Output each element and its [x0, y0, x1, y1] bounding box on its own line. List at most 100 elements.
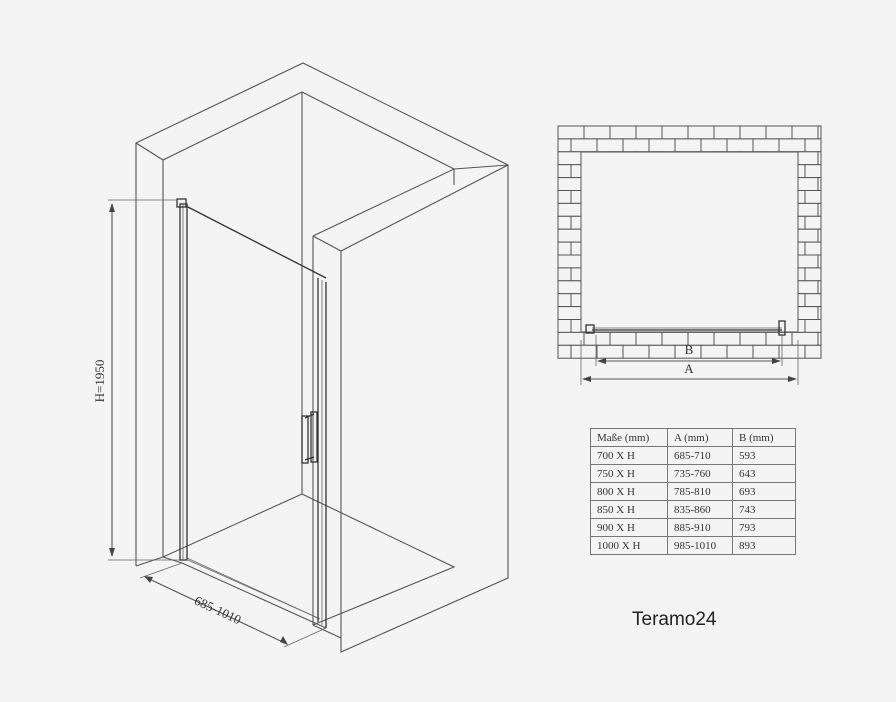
brick — [570, 138, 598, 153]
brick — [791, 331, 819, 346]
brick — [557, 177, 585, 192]
right-wall-bottom-edge — [312, 624, 342, 639]
table-row: 900 X H 885-910 793 — [590, 518, 796, 537]
brick — [583, 125, 611, 140]
sizes-table: Maße (mm) A (mm) B (mm) 700 X H 685-710 … — [590, 428, 796, 555]
brick — [739, 125, 767, 140]
brick — [635, 331, 663, 346]
cell-size: 700 X H — [590, 446, 668, 465]
cell-a: 785-810 — [667, 482, 733, 501]
door-handle — [301, 415, 309, 464]
brick — [557, 151, 585, 166]
brick — [648, 344, 676, 359]
niche-isometric-view: H=1950 685-1010 — [92, 62, 509, 653]
right-wall-top — [312, 164, 509, 237]
brick — [609, 331, 637, 346]
right-wall-front-top — [312, 235, 342, 252]
brick — [674, 138, 702, 153]
brick — [557, 254, 585, 269]
brick — [557, 319, 572, 333]
brick — [557, 280, 585, 295]
brick — [700, 344, 728, 359]
height-label: H=1950 — [92, 360, 107, 403]
brick — [817, 228, 822, 243]
brick — [713, 125, 741, 140]
brick — [817, 177, 822, 192]
brick — [765, 125, 793, 140]
brick — [557, 331, 585, 346]
cell-b: 893 — [732, 536, 796, 555]
brick — [596, 344, 624, 359]
cell-size: 800 X H — [590, 482, 668, 501]
brick — [804, 344, 822, 359]
brick — [635, 125, 663, 140]
cell-b: 693 — [732, 482, 796, 501]
brick — [804, 241, 822, 256]
door-profile-left — [179, 203, 188, 561]
width-label: 685-1010 — [192, 593, 244, 628]
right-wall-top-back — [340, 164, 509, 252]
brick — [661, 125, 689, 140]
brick — [557, 202, 585, 217]
brick — [713, 331, 741, 346]
header-a: A (mm) — [667, 428, 733, 447]
back-wall-edge — [162, 91, 455, 557]
door-sill-line — [181, 562, 327, 629]
cell-b: 743 — [732, 500, 796, 519]
brick — [557, 125, 585, 140]
cell-a: 685-710 — [667, 446, 733, 465]
cell-size: 900 X H — [590, 518, 668, 537]
cell-a: 735-760 — [667, 464, 733, 483]
brick — [752, 344, 780, 359]
brick — [609, 125, 637, 140]
door-glass-bottom-edge — [187, 559, 319, 619]
brick — [817, 331, 822, 346]
table-row: 800 X H 785-810 693 — [590, 482, 796, 501]
brick — [804, 138, 822, 153]
height-dimension: H=1950 — [92, 199, 180, 561]
brick — [817, 306, 822, 321]
brick — [557, 344, 572, 359]
table-row: 700 X H 685-710 593 — [590, 446, 796, 465]
brick — [700, 138, 728, 153]
plan-hinge — [585, 324, 595, 334]
plan-a-label: A — [684, 361, 694, 376]
brick — [557, 228, 585, 243]
brick — [791, 125, 819, 140]
brick — [804, 293, 822, 308]
brick — [557, 190, 572, 204]
brick — [804, 215, 822, 230]
header-b: B (mm) — [732, 428, 796, 447]
brick — [804, 190, 822, 204]
cell-size: 750 X H — [590, 464, 668, 483]
brick — [817, 280, 822, 295]
brick — [752, 138, 780, 153]
door-hinge-top — [176, 198, 187, 208]
brick — [804, 319, 822, 333]
table-row: 750 X H 735-760 643 — [590, 464, 796, 483]
brick — [557, 293, 572, 308]
brick — [557, 164, 572, 179]
brick — [622, 344, 650, 359]
cell-b: 643 — [732, 464, 796, 483]
brick — [778, 138, 806, 153]
cell-b: 793 — [732, 518, 796, 537]
brick — [557, 306, 585, 321]
cell-a: 985-1010 — [667, 536, 733, 555]
brick — [557, 138, 572, 153]
door-handle-back — [310, 411, 318, 463]
plan-b-label: B — [685, 342, 694, 357]
brick — [804, 164, 822, 179]
brick — [726, 344, 754, 359]
left-wall-top-edge — [135, 142, 164, 161]
brick — [739, 331, 767, 346]
model-name: Teramo24 — [632, 609, 717, 630]
brick — [817, 151, 822, 166]
cell-b: 593 — [732, 446, 796, 465]
table-row: 1000 X H 985-1010 893 — [590, 536, 796, 555]
cell-a: 885-910 — [667, 518, 733, 537]
brick — [817, 125, 822, 140]
brick — [557, 267, 572, 282]
table-row: 850 X H 835-860 743 — [590, 500, 796, 519]
